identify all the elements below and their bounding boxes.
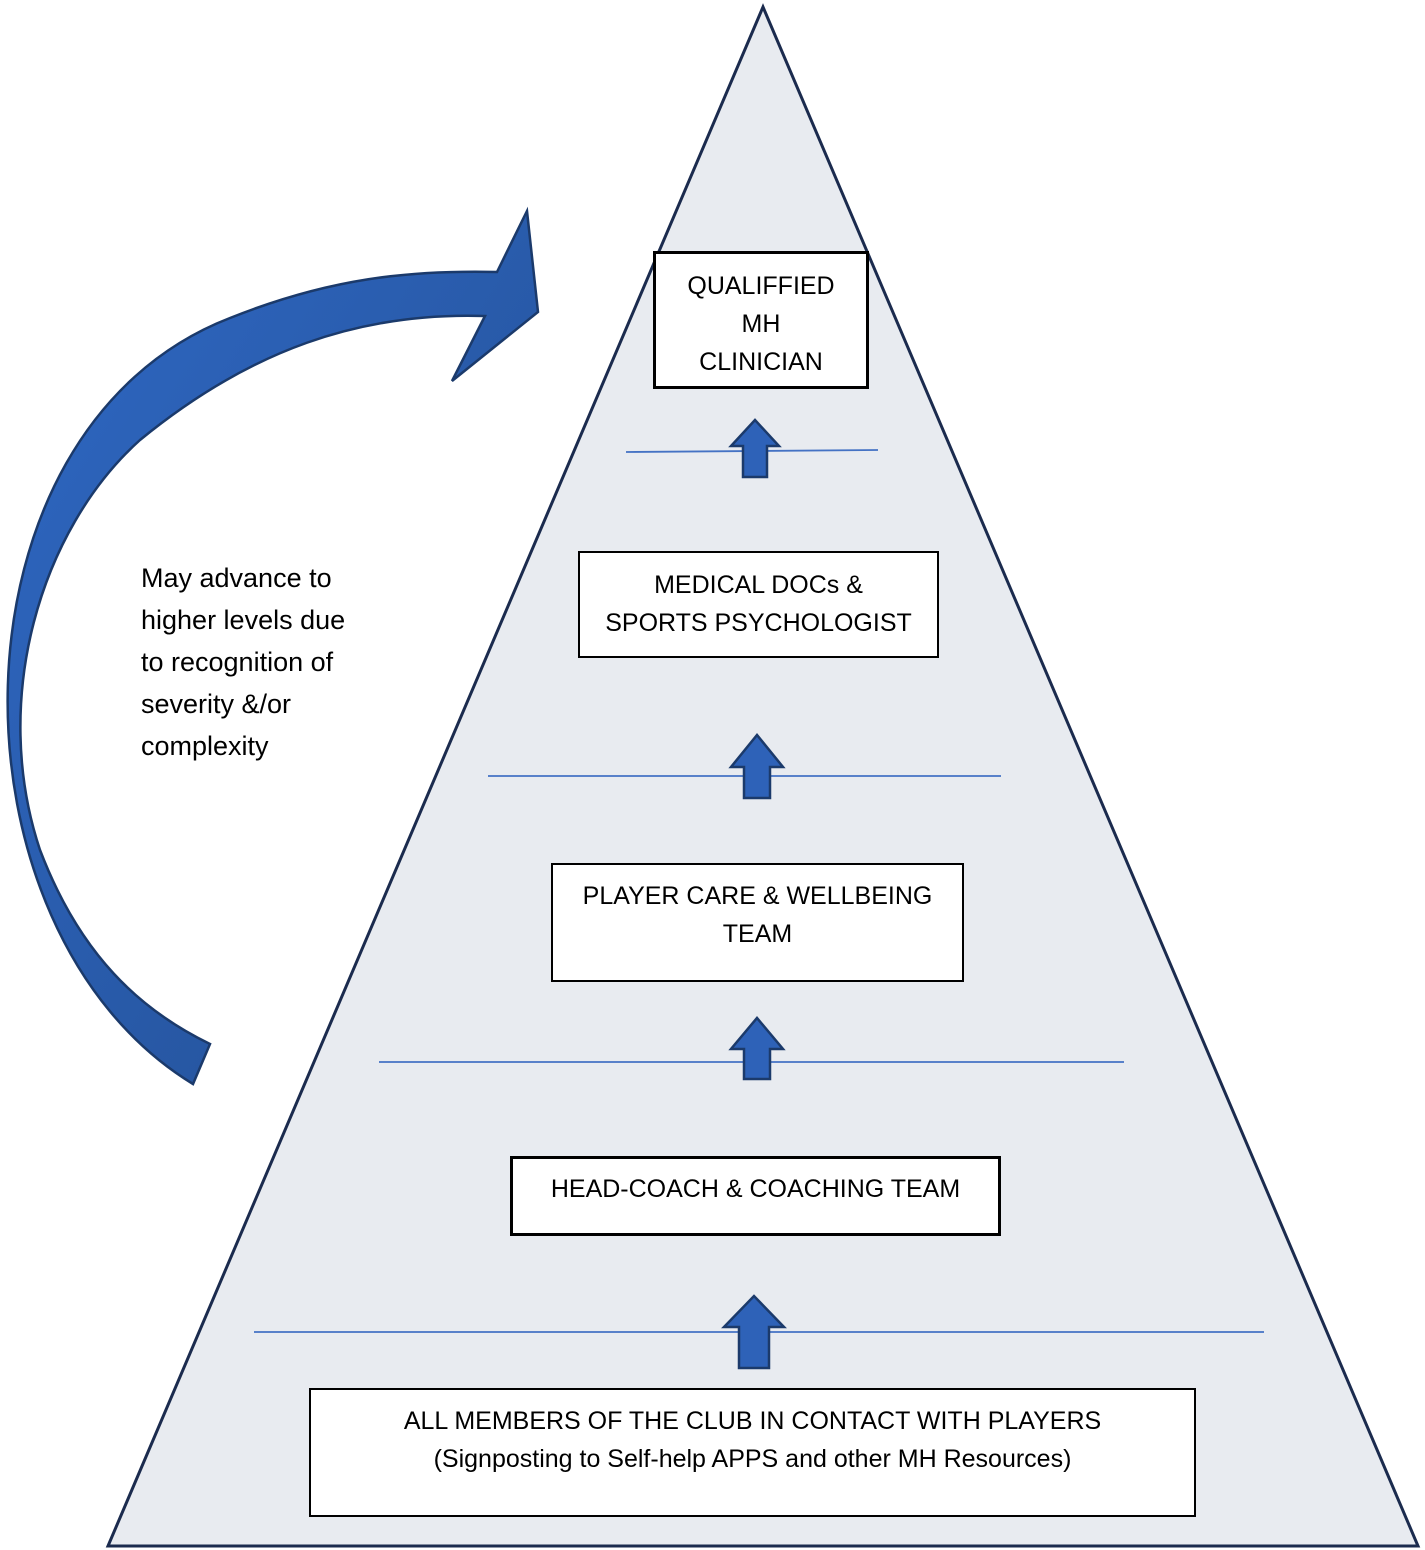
up-arrow-icon <box>721 1294 787 1370</box>
side-note-line: May advance to <box>141 563 332 593</box>
level-label: PLAYER CARE & WELLBEING <box>582 882 933 910</box>
side-note-line: complexity <box>141 731 269 761</box>
level-label: QUALIFFIED <box>687 272 835 300</box>
level-label: TEAM <box>722 920 793 948</box>
level-label: SPORTS PSYCHOLOGIST <box>605 609 912 637</box>
curved-arrow-icon <box>6 206 540 1086</box>
level-label: MEDICAL DOCs & <box>654 571 863 599</box>
level-label: HEAD-COACH & COACHING TEAM <box>550 1175 961 1203</box>
level-label: ALL MEMBERS OF THE CLUB IN CONTACT WITH … <box>403 1407 1102 1435</box>
side-note: May advance to higher levels due to reco… <box>141 557 401 767</box>
up-arrow-icon <box>728 733 786 800</box>
level-box-club: ALL MEMBERS OF THE CLUB IN CONTACT WITH … <box>309 1388 1196 1517</box>
side-note-line: severity &/or <box>141 689 292 719</box>
side-note-line: to recognition of <box>141 647 334 677</box>
level-box-coaching: HEAD-COACH & COACHING TEAM <box>510 1156 1001 1236</box>
level-label: (Signposting to Self-help APPS and other… <box>433 1445 1072 1473</box>
level-box-medical: MEDICAL DOCs & SPORTS PSYCHOLOGIST <box>578 551 939 658</box>
side-note-line: higher levels due <box>141 605 346 635</box>
level-box-player-care: PLAYER CARE & WELLBEING TEAM <box>551 863 964 982</box>
level-label: CLINICIAN <box>699 348 823 376</box>
level-box-clinician: QUALIFFIED MH CLINICIAN <box>653 251 869 389</box>
up-arrow-icon <box>728 418 782 479</box>
level-label: MH <box>741 310 781 338</box>
up-arrow-icon <box>728 1016 786 1081</box>
